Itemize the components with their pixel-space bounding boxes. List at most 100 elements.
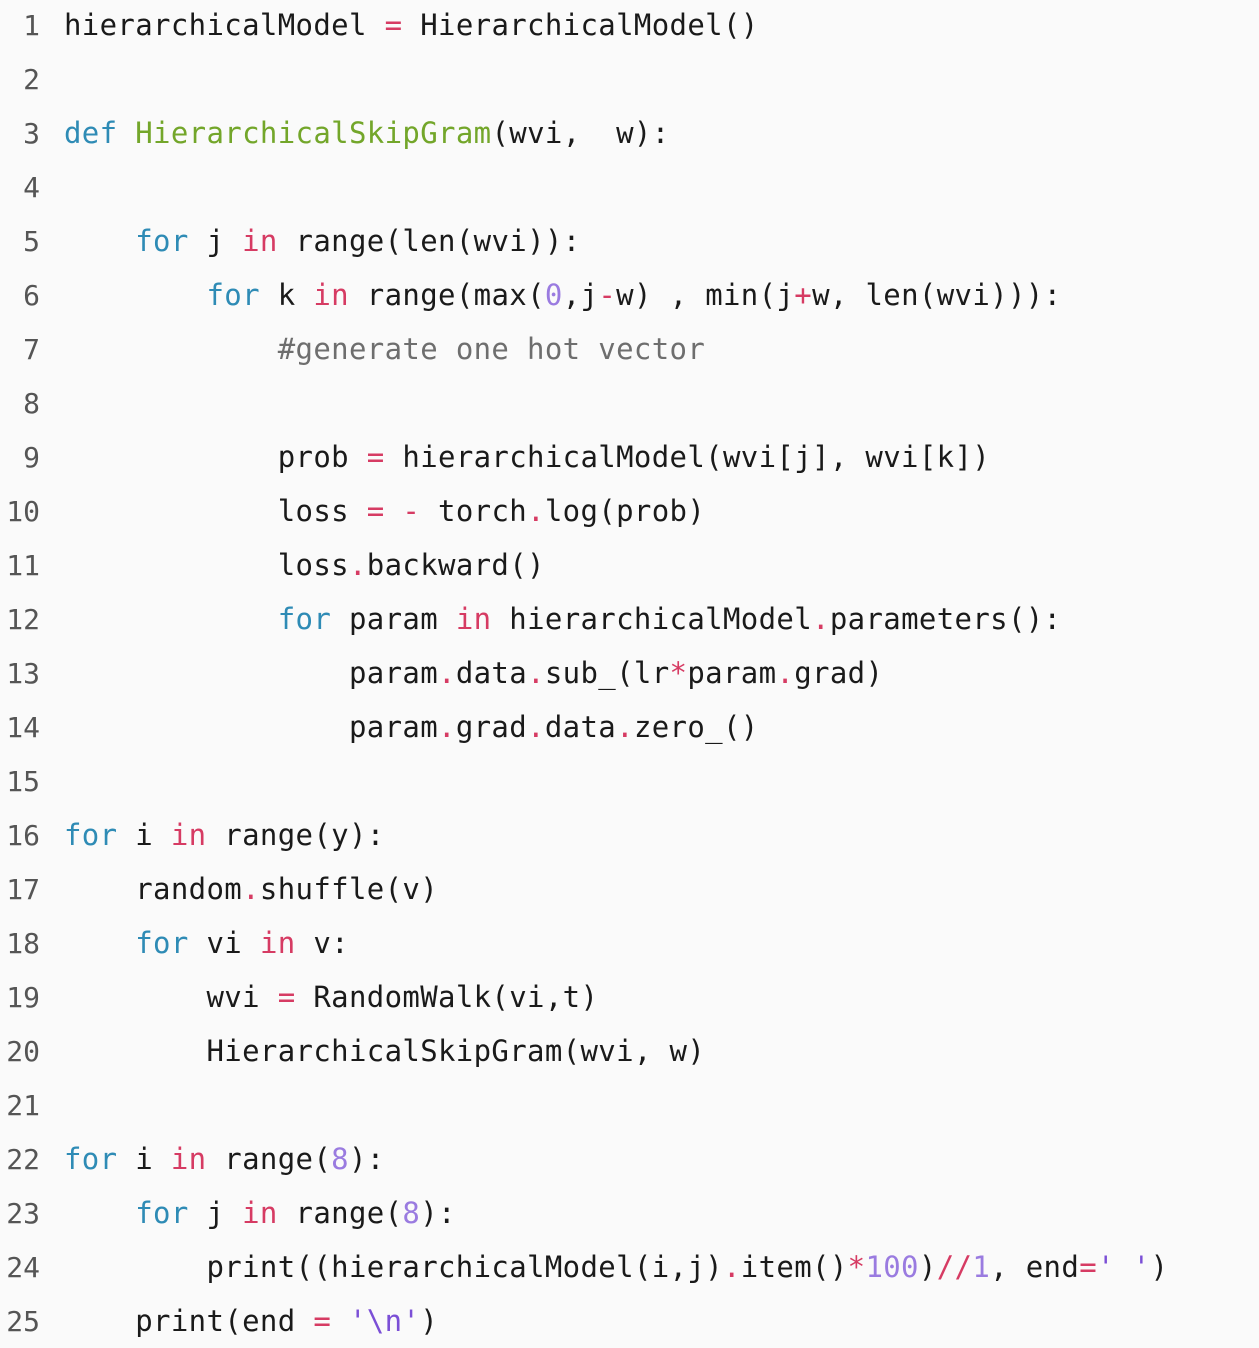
code-line[interactable]: 14 param.grad.data.zero_(): [0, 700, 1259, 754]
code-line[interactable]: 25 print(end = '\n'): [0, 1294, 1259, 1348]
code-line[interactable]: 20 HierarchicalSkipGram(wvi, w): [0, 1024, 1259, 1078]
code-token: j: [188, 224, 243, 258]
line-number: 5: [23, 224, 40, 258]
code-token: in: [242, 224, 278, 258]
code-line[interactable]: 18 for vi in v:: [0, 916, 1259, 970]
code-token: data: [544, 710, 617, 744]
code-token: *: [847, 1250, 866, 1284]
code-token: for: [64, 1142, 118, 1176]
code-line[interactable]: 9 prob = hierarchicalModel(wvi[j], wvi[k…: [0, 430, 1259, 484]
code-token: =: [277, 980, 296, 1014]
code-token: loss: [64, 494, 367, 528]
code-line[interactable]: 4: [0, 160, 1259, 214]
code-token: in: [170, 1142, 207, 1176]
line-number: 20: [6, 1034, 40, 1068]
code-line[interactable]: 7 #generate one hot vector: [0, 322, 1259, 376]
code-token: ): [420, 1304, 439, 1338]
code-line[interactable]: 15: [0, 754, 1259, 808]
code-token: .: [242, 872, 260, 906]
code-token: loss: [64, 548, 349, 582]
code-token: .: [812, 602, 830, 636]
code-line[interactable]: 2: [0, 52, 1259, 106]
line-number: 19: [6, 980, 40, 1014]
line-number: 4: [23, 170, 40, 204]
code-token: .: [527, 710, 545, 744]
code-text: prob = hierarchicalModel(wvi[j], wvi[k]): [64, 440, 990, 474]
code-token: ):: [348, 1142, 385, 1176]
line-number: 13: [6, 656, 40, 690]
code-token: range(: [206, 1142, 332, 1176]
code-text: param.grad.data.zero_(): [64, 710, 759, 744]
code-token: .: [527, 656, 545, 690]
code-token: grad: [455, 710, 528, 744]
code-token: i: [117, 1142, 171, 1176]
line-number: 16: [6, 818, 40, 852]
code-line[interactable]: 21: [0, 1078, 1259, 1132]
code-text: for k in range(max(0,j-w) , min(j+w, len…: [64, 278, 1061, 312]
code-token: -: [598, 278, 617, 312]
code-line[interactable]: 19 wvi = RandomWalk(vi,t): [0, 970, 1259, 1024]
code-token: =: [313, 1304, 332, 1338]
code-line[interactable]: 11 loss.backward(): [0, 538, 1259, 592]
code-text: wvi = RandomWalk(vi,t): [64, 980, 598, 1014]
code-token: def: [64, 116, 118, 150]
code-text: #generate one hot vector: [64, 332, 705, 366]
line-number: 15: [6, 764, 40, 798]
code-line[interactable]: 17 random.shuffle(v): [0, 862, 1259, 916]
code-token: .: [438, 656, 456, 690]
code-token: [64, 332, 278, 366]
code-token: HierarchicalSkipGram(wvi, w): [64, 1034, 706, 1068]
line-number: 23: [6, 1196, 40, 1230]
code-token: zero_(): [633, 710, 759, 744]
code-line[interactable]: 8: [0, 376, 1259, 430]
code-token: prob: [64, 440, 367, 474]
code-token: range(: [277, 1196, 403, 1230]
code-token: v:: [295, 926, 349, 960]
code-token: w) , min(j: [616, 278, 795, 312]
line-number: 17: [6, 872, 40, 906]
code-text: hierarchicalModel = HierarchicalModel(): [64, 8, 759, 42]
code-token: data: [455, 656, 528, 690]
code-token: grad): [794, 656, 884, 690]
code-line[interactable]: 23 for j in range(8):: [0, 1186, 1259, 1240]
code-token: [64, 278, 206, 312]
code-token: range(len(wvi)):: [277, 224, 581, 258]
code-token: .: [527, 494, 545, 528]
code-line[interactable]: 6 for k in range(max(0,j-w) , min(j+w, l…: [0, 268, 1259, 322]
code-token: k: [259, 278, 314, 312]
code-line[interactable]: 13 param.data.sub_(lr*param.grad): [0, 646, 1259, 700]
code-token: item(): [740, 1250, 848, 1284]
code-token: HierarchicalSkipGram: [135, 116, 492, 150]
line-number: 8: [23, 386, 40, 420]
code-line[interactable]: 24 print((hierarchicalModel(i,j).item()*…: [0, 1240, 1259, 1294]
code-token: =: [1079, 1250, 1097, 1284]
code-line[interactable]: 10 loss = - torch.log(prob): [0, 484, 1259, 538]
code-token: random: [64, 872, 243, 906]
code-token: range(max(: [348, 278, 545, 312]
code-text: loss.backward(): [64, 548, 545, 582]
code-token: for: [64, 818, 118, 852]
code-text: param.data.sub_(lr*param.grad): [64, 656, 883, 690]
code-token: backward(): [366, 548, 545, 582]
line-number: 25: [6, 1304, 40, 1338]
code-text: for i in range(8):: [64, 1142, 385, 1176]
code-token: print((hierarchicalModel(i,j): [64, 1250, 723, 1284]
code-token: 1: [972, 1250, 991, 1284]
code-token: param: [331, 602, 456, 636]
code-token: i: [117, 818, 171, 852]
code-token: =: [384, 8, 403, 42]
code-token: 8: [402, 1196, 421, 1230]
code-token: w, len(wvi))):: [812, 278, 1062, 312]
line-number: 18: [6, 926, 40, 960]
code-token: hierarchicalModel(wvi[j], wvi[k]): [384, 440, 991, 474]
code-token: ,j: [562, 278, 599, 312]
code-line[interactable]: 12 for param in hierarchicalModel.parame…: [0, 592, 1259, 646]
code-line[interactable]: 5 for j in range(len(wvi)):: [0, 214, 1259, 268]
code-text: def HierarchicalSkipGram(wvi, w):: [64, 116, 670, 150]
code-token: .: [438, 710, 456, 744]
